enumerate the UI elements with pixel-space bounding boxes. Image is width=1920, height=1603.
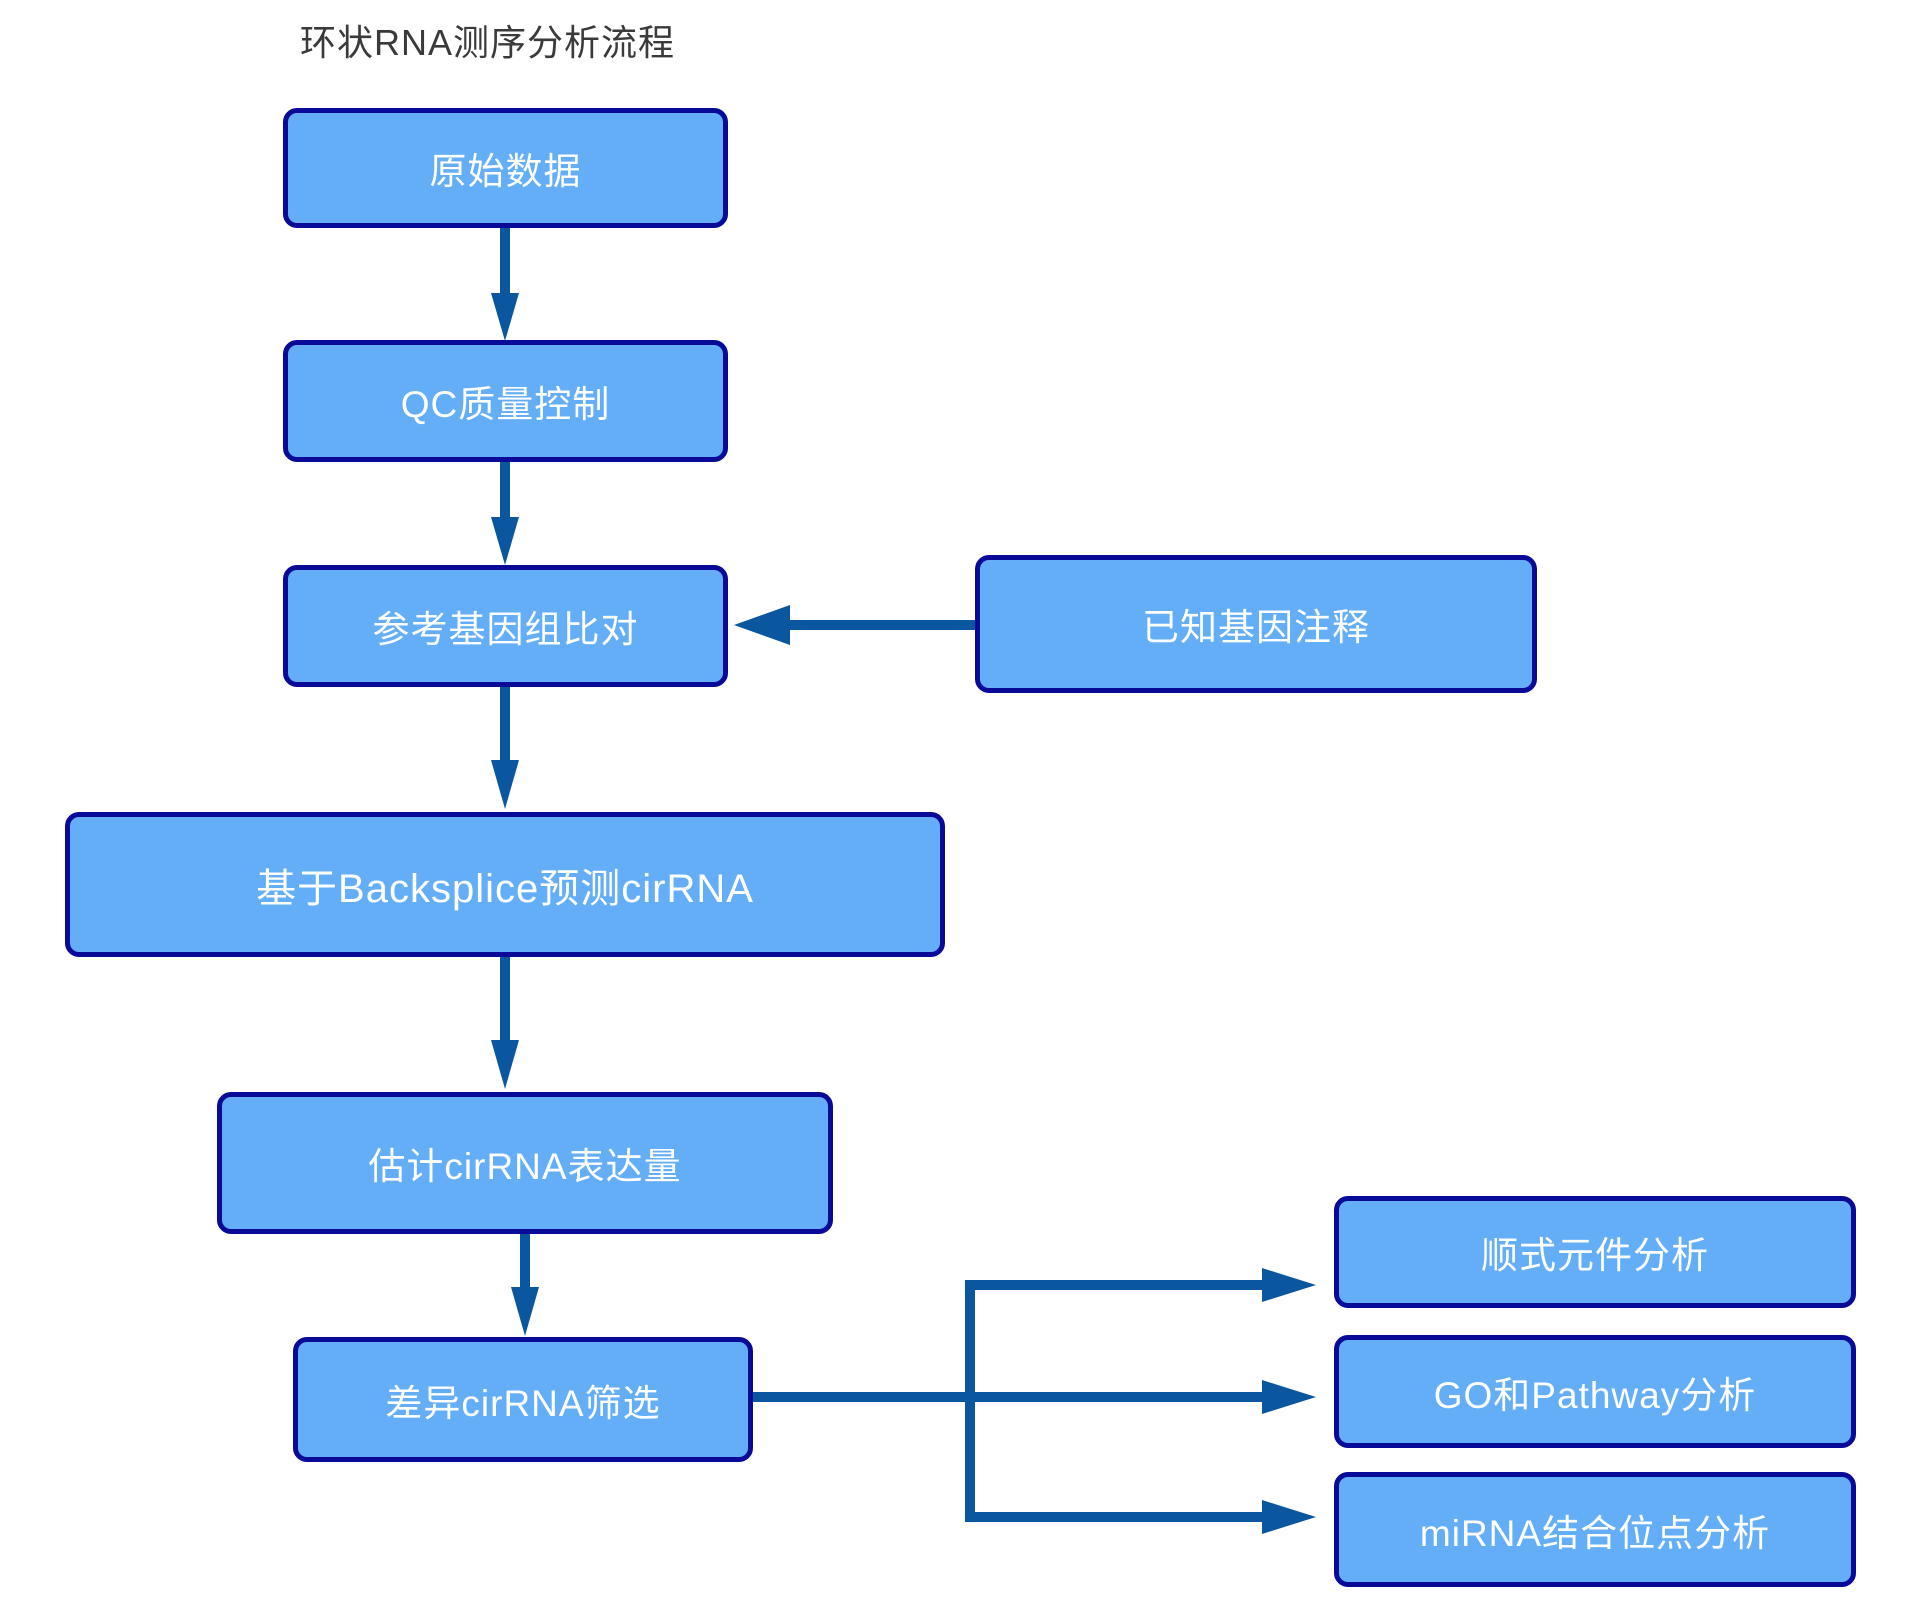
node-cis-element-analysis: 顺式元件分析 [1334, 1196, 1856, 1308]
diagram-title: 环状RNA测序分析流程 [300, 22, 676, 63]
arrow-branch-to-mirna-binding [965, 1500, 1316, 1534]
arrow-branch-to-go-pathway [975, 1380, 1316, 1414]
node-cirrna-expression-estimation: 估计cirRNA表达量 [217, 1092, 833, 1234]
node-go-pathway-analysis: GO和Pathway分析 [1334, 1335, 1856, 1448]
arrow-raw-to-qc [491, 228, 519, 341]
node-raw-data: 原始数据 [283, 108, 728, 228]
arrow-alignment-to-backsplice [491, 687, 519, 809]
arrow-branch-to-cis-element [965, 1268, 1316, 1302]
node-differential-cirrna-screening: 差异cirRNA筛选 [293, 1337, 753, 1462]
arrow-qc-to-alignment [491, 462, 519, 565]
node-mirna-binding-site-analysis: miRNA结合位点分析 [1334, 1472, 1856, 1587]
node-reference-genome-alignment: 参考基因组比对 [283, 565, 728, 687]
node-known-gene-annotation: 已知基因注释 [975, 555, 1537, 693]
arrow-expression-to-differential [511, 1234, 539, 1336]
arrow-annotation-to-alignment [734, 605, 975, 645]
node-backsplice-prediction: 基于Backsplice预测cirRNA [65, 812, 945, 957]
arrow-backsplice-to-expression [491, 957, 519, 1089]
node-qc-quality-control: QC质量控制 [283, 340, 728, 462]
branch-trunk [753, 1280, 975, 1522]
